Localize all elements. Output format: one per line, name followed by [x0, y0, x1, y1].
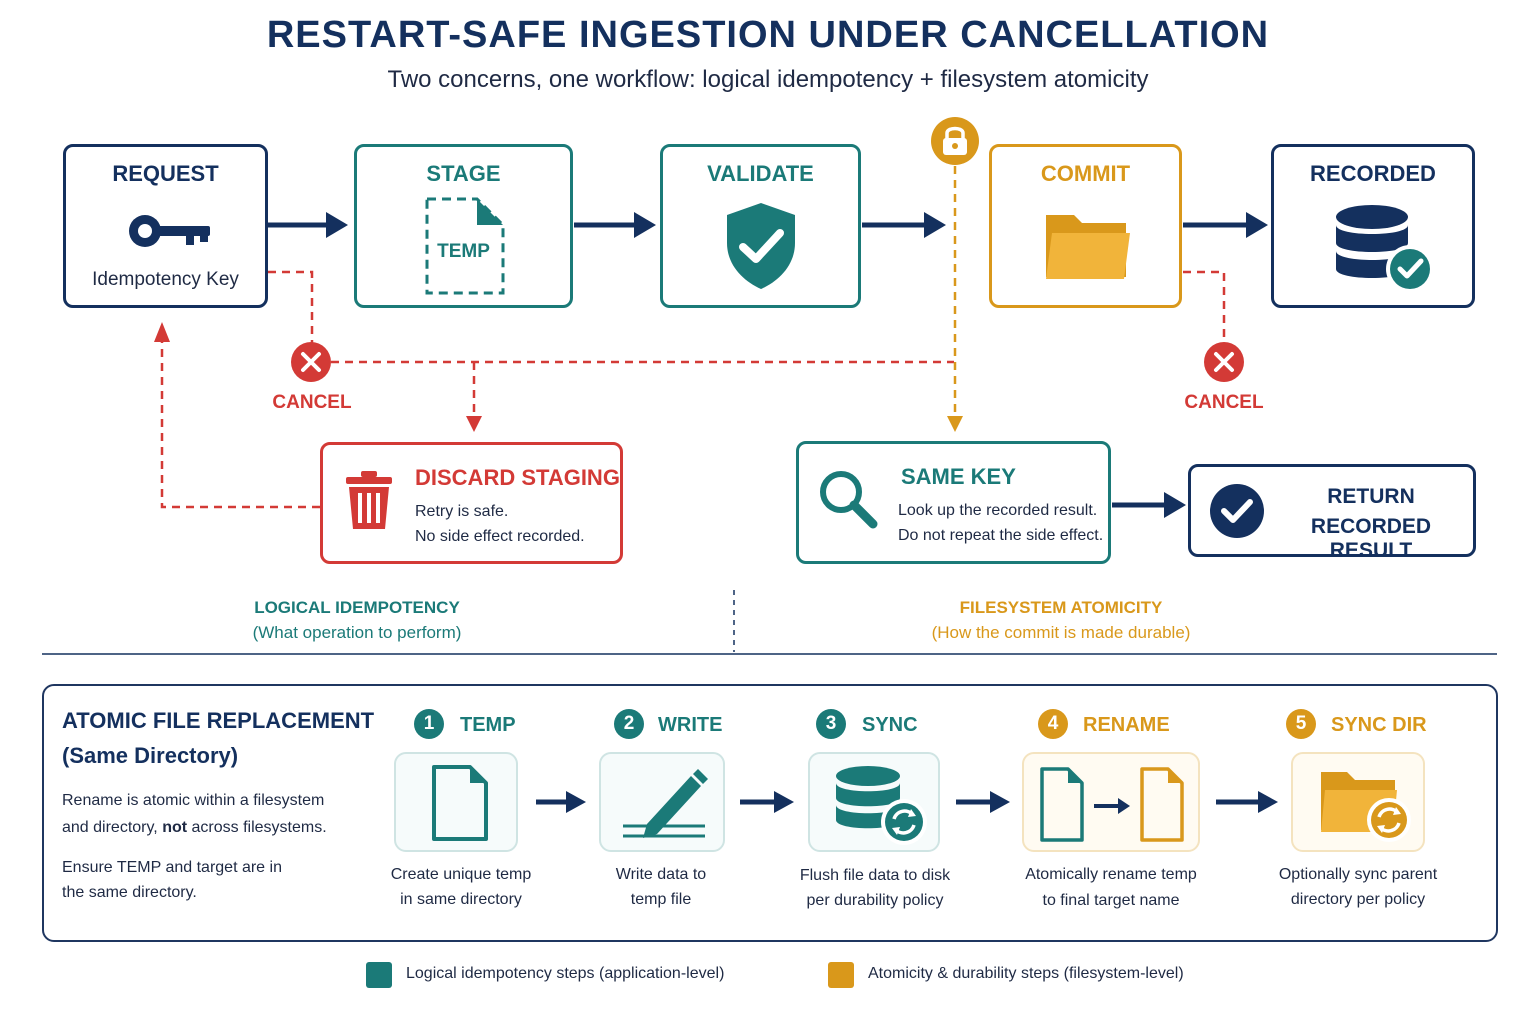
fs-section-sub: (How the commit is made durable) [931, 623, 1191, 642]
atomic-replacement-panel [42, 684, 1498, 942]
return-line2: RECORDED RESULT [1310, 515, 1432, 562]
step4-desc1: Atomically rename temp [1025, 866, 1197, 883]
step4-desc2: to final target name [1042, 892, 1180, 909]
logical-section-sub: (What operation to perform) [252, 623, 462, 642]
same-key-box: SAME KEY Look up the recorded result. Do… [796, 441, 1111, 564]
discard-line1: Retry is safe. [415, 503, 509, 520]
fs-section-title: FILESYSTEM ATOMICITY [959, 598, 1163, 617]
commit-box: COMMIT [989, 144, 1182, 308]
atomic-title-line2: (Same Directory) [62, 743, 239, 768]
magnifier-icon [820, 471, 878, 529]
cancel-right-label: CANCEL [1184, 392, 1264, 413]
request-box: REQUEST Idempotency Key [63, 144, 268, 308]
stage-file-label: TEMP [437, 241, 490, 262]
return-result-box: RETURN RECORDED RESULT [1188, 464, 1476, 562]
discard-line2: No side effect recorded. [415, 528, 585, 545]
shield-check-icon [727, 203, 795, 289]
step2-tile [599, 752, 725, 852]
logical-section-title: LOGICAL IDEMPOTENCY [254, 598, 460, 617]
legend-logical-swatch [366, 962, 392, 988]
step3-number: 3 [816, 709, 846, 739]
step3-tile [808, 752, 940, 852]
file-icon [432, 765, 488, 841]
cancel-left-label: CANCEL [272, 392, 352, 413]
same-key-line1: Look up the recorded result. [898, 502, 1098, 519]
check-circle-icon [1210, 484, 1264, 538]
step5-title: SYNC DIR [1331, 714, 1427, 736]
cancel-left-icon [291, 342, 331, 382]
atomic-note1-mid: and directory, [62, 819, 163, 836]
commit-title: COMMIT [1040, 161, 1131, 186]
atomic-note1-post: across filesystems. [187, 819, 327, 836]
step2-title: WRITE [658, 714, 723, 736]
request-caption: Idempotency Key [92, 269, 239, 290]
step2-desc1: Write data to [615, 866, 707, 883]
step4-tile [1022, 752, 1200, 852]
temp-file-icon [425, 197, 505, 295]
step3-title: SYNC [862, 714, 918, 736]
key-icon [129, 215, 210, 247]
discard-title: DISCARD STAGING [415, 465, 620, 490]
rename-files-icon [1040, 767, 1184, 842]
request-title: REQUEST [112, 161, 219, 186]
stage-title: STAGE [426, 161, 501, 186]
atomic-note1-line1: Rename is atomic within a filesystem [62, 792, 325, 809]
folder-sync-icon [1321, 772, 1411, 842]
validate-title: VALIDATE [707, 161, 814, 186]
legend-logical-label: Logical idempotency steps (application-l… [406, 965, 725, 982]
database-check-icon [1336, 205, 1434, 293]
folder-icon [1046, 215, 1130, 279]
database-sync-icon [836, 766, 927, 845]
page-title: RESTART-SAFE INGESTION UNDER CANCELLATIO… [266, 14, 1270, 56]
return-line1: RETURN [1327, 485, 1415, 508]
step4-title: RENAME [1083, 714, 1170, 736]
same-key-title: SAME KEY [901, 464, 1016, 489]
atomic-note1-bold: not [162, 819, 188, 836]
step1-number: 1 [414, 709, 444, 739]
step1-title: TEMP [460, 714, 516, 736]
atomic-note1-line2: and directory, not across filesystems. [62, 815, 327, 840]
lock-icon [931, 117, 979, 165]
cancel-right-icon [1204, 342, 1244, 382]
step2-desc2: temp file [630, 891, 692, 908]
page-subtitle: Two concerns, one workflow: logical idem… [387, 66, 1149, 93]
step3-desc2: per durability policy [806, 892, 944, 909]
trash-icon [346, 471, 392, 529]
stage-box: STAGE TEMP [354, 144, 573, 308]
legend-atomicity-label: Atomicity & durability steps (filesystem… [868, 965, 1184, 982]
atomic-title-line1: ATOMIC FILE REPLACEMENT [62, 708, 375, 733]
step2-number: 2 [614, 709, 644, 739]
step5-desc2: directory per policy [1290, 891, 1426, 908]
legend-atomicity-swatch [828, 962, 854, 988]
recorded-box: RECORDED [1271, 144, 1475, 308]
validate-box: VALIDATE [660, 144, 861, 308]
pencil-icon [623, 769, 708, 838]
step5-desc1: Optionally sync parent [1278, 866, 1438, 883]
discard-staging-box: DISCARD STAGING Retry is safe. No side e… [320, 442, 623, 564]
step1-desc1: Create unique temp [390, 866, 532, 883]
atomic-note2-line1: Ensure TEMP and target are in [62, 859, 282, 876]
same-key-line2: Do not repeat the side effect. [898, 527, 1104, 544]
step3-desc1: Flush file data to disk [799, 867, 951, 884]
step1-desc2: in same directory [400, 891, 522, 908]
step5-tile [1291, 752, 1425, 852]
step4-number: 4 [1038, 709, 1068, 739]
step1-tile [394, 752, 518, 852]
atomic-note2-line2: the same directory. [62, 884, 197, 901]
recorded-title: RECORDED [1310, 161, 1436, 186]
step5-number: 5 [1286, 709, 1316, 739]
